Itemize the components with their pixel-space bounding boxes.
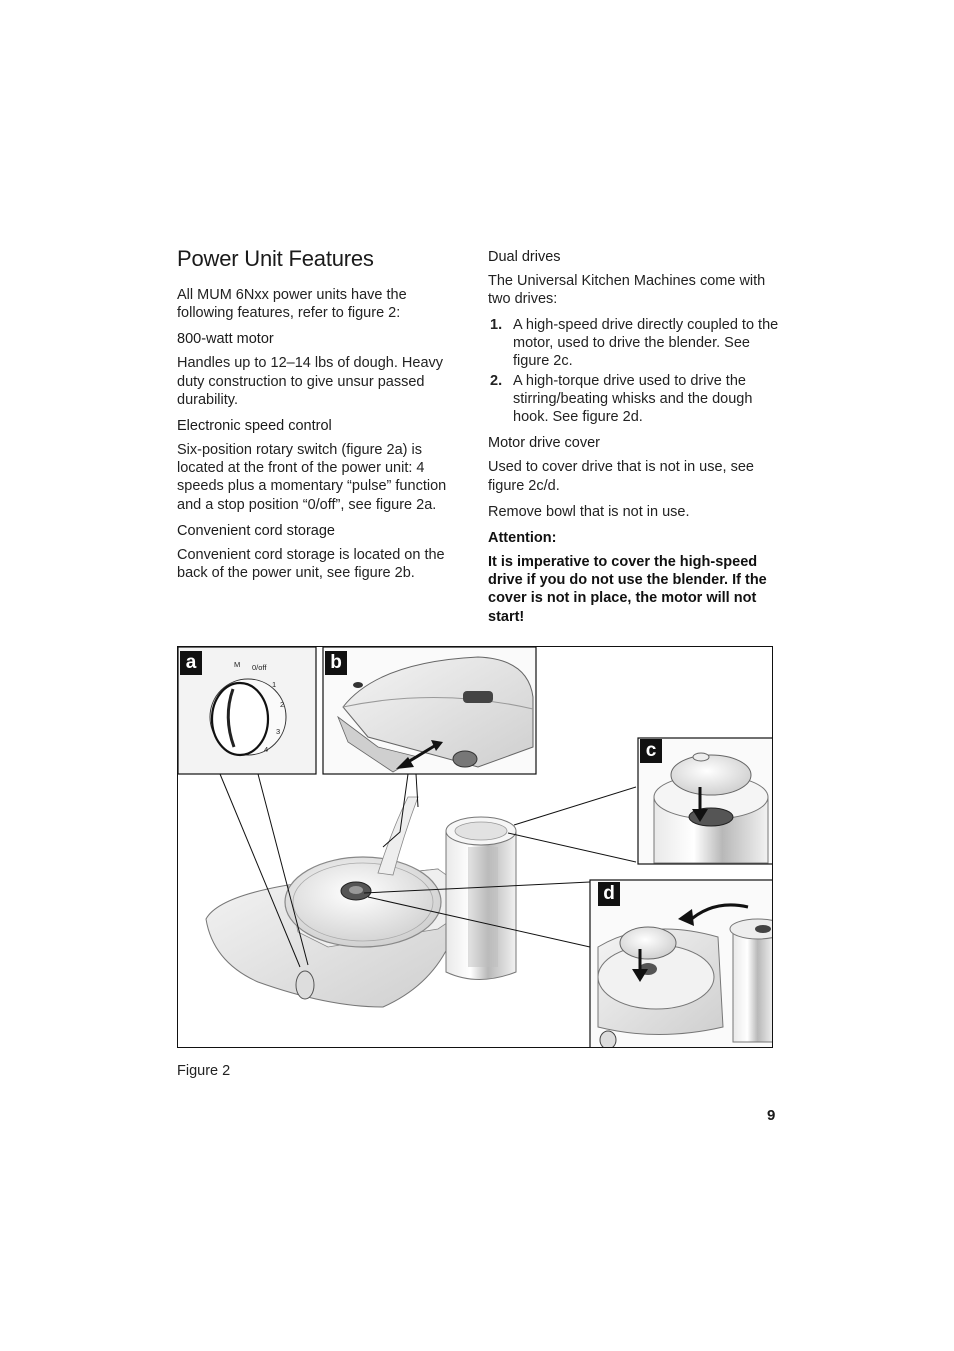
figure-label-a: a bbox=[180, 651, 202, 675]
attention-heading: Attention: bbox=[488, 530, 557, 547]
page-number: 9 bbox=[767, 1107, 776, 1124]
dial-mark-2: 2 bbox=[280, 700, 284, 709]
figure-caption: Figure 2 bbox=[177, 1063, 231, 1079]
figure-2: M 0/off 1 2 3 4 bbox=[177, 646, 773, 1048]
section-body-cord-storage: Convenient cord storage is located on th… bbox=[177, 546, 445, 582]
attention-body: It is imperative to cover the high-speed… bbox=[488, 554, 767, 625]
dial-mark-off: 0/off bbox=[252, 663, 267, 672]
drive-list: 1. A high-speed drive directly coupled t… bbox=[488, 316, 780, 426]
section-heading-speed-control: Electronic speed control bbox=[177, 418, 332, 435]
list-number: 1. bbox=[490, 317, 503, 334]
section-body-motor-cover-2: Remove bowl that is not in use. bbox=[488, 503, 690, 520]
section-heading-cord-storage: Convenient cord storage bbox=[177, 522, 335, 539]
figure-label-b: b bbox=[325, 651, 347, 675]
section-body-speed-control: Six-position rotary switch (figure 2a) i… bbox=[177, 442, 447, 513]
section-body-dual-drives: The Universal Kitchen Machines come with… bbox=[488, 273, 766, 308]
section-heading-motor-cover: Motor drive cover bbox=[488, 435, 601, 452]
dial-mark-1: 1 bbox=[272, 680, 276, 689]
figure-label-d: d bbox=[598, 882, 620, 906]
right-column: Dual drives The Universal Kitchen Machin… bbox=[488, 246, 780, 634]
left-column: Power Unit Features All MUM 6Nxx power u… bbox=[177, 246, 467, 590]
list-number: 2. bbox=[490, 373, 503, 390]
section-heading-dual-drives: Dual drives bbox=[488, 249, 561, 265]
callout-lines bbox=[219, 773, 637, 968]
panel-d bbox=[589, 879, 772, 1047]
list-text: A high-speed drive directly coupled to t… bbox=[513, 317, 779, 370]
blender-drive-housing bbox=[445, 816, 517, 980]
dial-mark-m: M bbox=[234, 660, 240, 669]
figure-label-c: c bbox=[640, 739, 662, 763]
section-body-motor-cover-1: Used to cover drive that is not in use, … bbox=[488, 459, 754, 494]
panel-b bbox=[322, 647, 537, 775]
dial-mark-4: 4 bbox=[264, 745, 268, 754]
machine-base bbox=[205, 796, 464, 1008]
list-text: A high-torque drive used to drive the st… bbox=[513, 373, 753, 426]
section-heading-motor: 800-watt motor bbox=[177, 331, 274, 348]
dial-mark-3: 3 bbox=[276, 727, 280, 736]
intro-text: All MUM 6Nxx power units have the follow… bbox=[177, 287, 407, 322]
page-title: Power Unit Features bbox=[177, 246, 374, 271]
list-item: 2. A high-torque drive used to drive the… bbox=[488, 372, 780, 426]
section-body-motor: Handles up to 12–14 lbs of dough. Heavy … bbox=[177, 355, 444, 408]
figure-illustration: M 0/off 1 2 3 4 bbox=[178, 647, 772, 1047]
list-item: 1. A high-speed drive directly coupled t… bbox=[488, 316, 780, 370]
